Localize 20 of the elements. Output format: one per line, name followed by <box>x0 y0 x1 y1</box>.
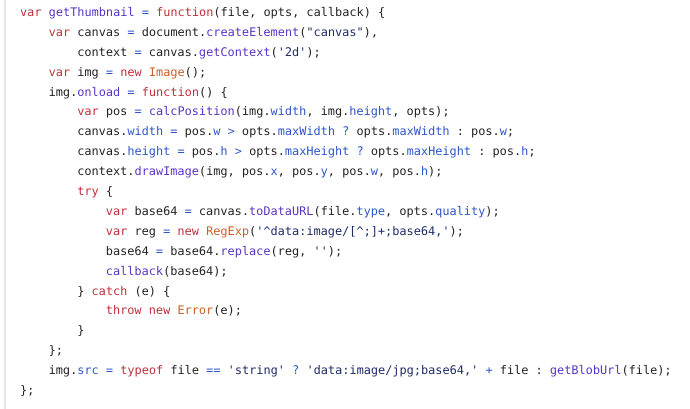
code-line: canvas.height = pos.h > opts.maxHeight ? opts.maxHeight : pos.h; <box>77 143 536 160</box>
code-line: canvas.width = pos.w > opts.maxWidth ? opts.maxWidth : pos.w; <box>77 123 514 140</box>
code-line: callback(base64); <box>106 262 228 279</box>
code-line: context.drawImage(img, pos.x, pos.y, pos.w, pos.h); <box>77 163 442 180</box>
code-line: context = canvas.getContext('2d'); <box>77 44 321 60</box>
code-line: } catch (e) { <box>77 282 170 299</box>
code-line: var reg = new RegExp('^data:image/[^;]+;base64,'); <box>106 222 464 239</box>
code-line: var pos = calcPosition(img.width, img.height, opts); <box>77 103 450 120</box>
code-line: img.onload = function() { <box>48 84 228 100</box>
code-line: }; <box>48 342 63 358</box>
code-line: img.src = typeof file == 'string' ? 'data:image/jpg;base64,' + file : getBlobUrl(file); <box>48 362 672 378</box>
code-line: }; <box>20 382 34 398</box>
code-line: base64 = base64.replace(reg, ''); <box>106 242 342 259</box>
code-line: try { <box>77 183 113 200</box>
code-line: var img = new Image(); <box>48 64 206 80</box>
code-line: throw new Error(e); <box>106 302 242 318</box>
code-line: var canvas = document.createElement("canvas"), <box>48 24 378 40</box>
code-line: var getThumbnail = function(file, opts, callback) { <box>20 4 386 20</box>
code-line: } <box>77 322 84 338</box>
code-line: var base64 = canvas.toDataURL(file.type, opts.quality); <box>106 202 500 219</box>
